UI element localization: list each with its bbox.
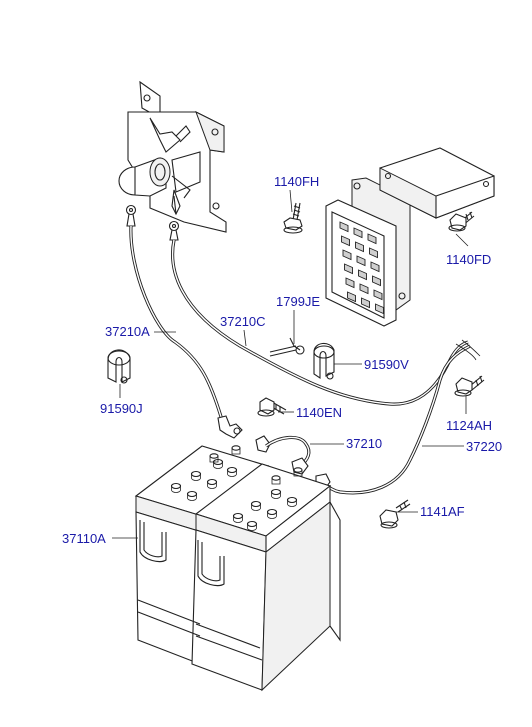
label-37220: 37220 — [466, 439, 502, 454]
label-1799JE: 1799JE — [276, 294, 320, 309]
fuse-slot — [345, 277, 355, 289]
battery-cell-caps — [170, 445, 303, 531]
cell-cap — [232, 512, 244, 523]
label-1140EN: 1140EN — [296, 405, 342, 420]
fuse-slot — [373, 289, 383, 301]
label-1141AF: 1141AF — [420, 504, 465, 519]
terminal-post — [231, 445, 241, 455]
battery-switch-bracket — [118, 80, 227, 233]
fuse-slot-grid — [339, 221, 384, 315]
fuse-slot — [344, 263, 353, 275]
fuse-slot — [341, 235, 350, 247]
terminal-post — [271, 475, 281, 485]
fuse-slot — [347, 291, 356, 303]
clamp-91590V — [313, 342, 335, 380]
fuse-slot — [355, 241, 364, 253]
fuse-slot — [358, 269, 367, 281]
cell-cap — [266, 508, 278, 519]
label-37210A: 37210A — [105, 324, 150, 339]
mounting-bracket-right — [379, 147, 495, 219]
fuse-slot — [353, 227, 363, 239]
terminal-post — [209, 453, 219, 463]
fuse-slot — [342, 249, 352, 261]
terminal-post — [293, 467, 303, 477]
bolt-1141AF — [379, 499, 411, 529]
cell-cap — [250, 500, 262, 511]
leader-lines — [112, 189, 469, 539]
clamp-91590J — [107, 349, 131, 384]
label-37210: 37210 — [346, 436, 382, 451]
cable-37210A — [125, 204, 243, 439]
cell-cap — [246, 520, 258, 531]
bolt-1140EN — [257, 397, 287, 417]
bolt-1124AH — [454, 375, 485, 397]
cell-cap — [226, 466, 238, 477]
fuse-slot — [369, 247, 378, 259]
label-37210C: 37210C — [220, 314, 266, 329]
fuse-slot — [372, 275, 381, 287]
bolt-1140FH — [283, 202, 303, 234]
cable-37220 — [321, 339, 481, 495]
cell-cap — [270, 488, 282, 499]
fuse-slot — [361, 297, 370, 309]
fuse-slot — [339, 221, 349, 233]
battery-right — [191, 463, 341, 692]
cell-cap — [170, 482, 182, 493]
bolt-1140FD — [448, 211, 475, 232]
cell-cap — [190, 470, 202, 481]
wire-1799JE — [269, 337, 305, 357]
fuse-slot — [375, 303, 384, 315]
label-1140FD: 1140FD — [446, 252, 491, 267]
label-91590V: 91590V — [364, 357, 409, 372]
fuse-slot — [359, 283, 369, 295]
label-1140FH: 1140FH — [274, 174, 319, 189]
fuse-slot — [370, 261, 380, 273]
part-labels: 1140FH 1799JE 37210A 37210C 91590V 1140F… — [62, 174, 502, 546]
fuse-slot — [356, 255, 366, 267]
battery-handles — [137, 520, 263, 661]
label-91590J: 91590J — [100, 401, 143, 416]
label-1124AH: 1124AH — [446, 418, 492, 433]
cell-cap — [206, 478, 218, 489]
label-37110A: 37110A — [62, 531, 106, 546]
fuse-slot — [367, 233, 377, 245]
cell-cap — [286, 496, 298, 507]
cell-cap — [186, 490, 198, 501]
